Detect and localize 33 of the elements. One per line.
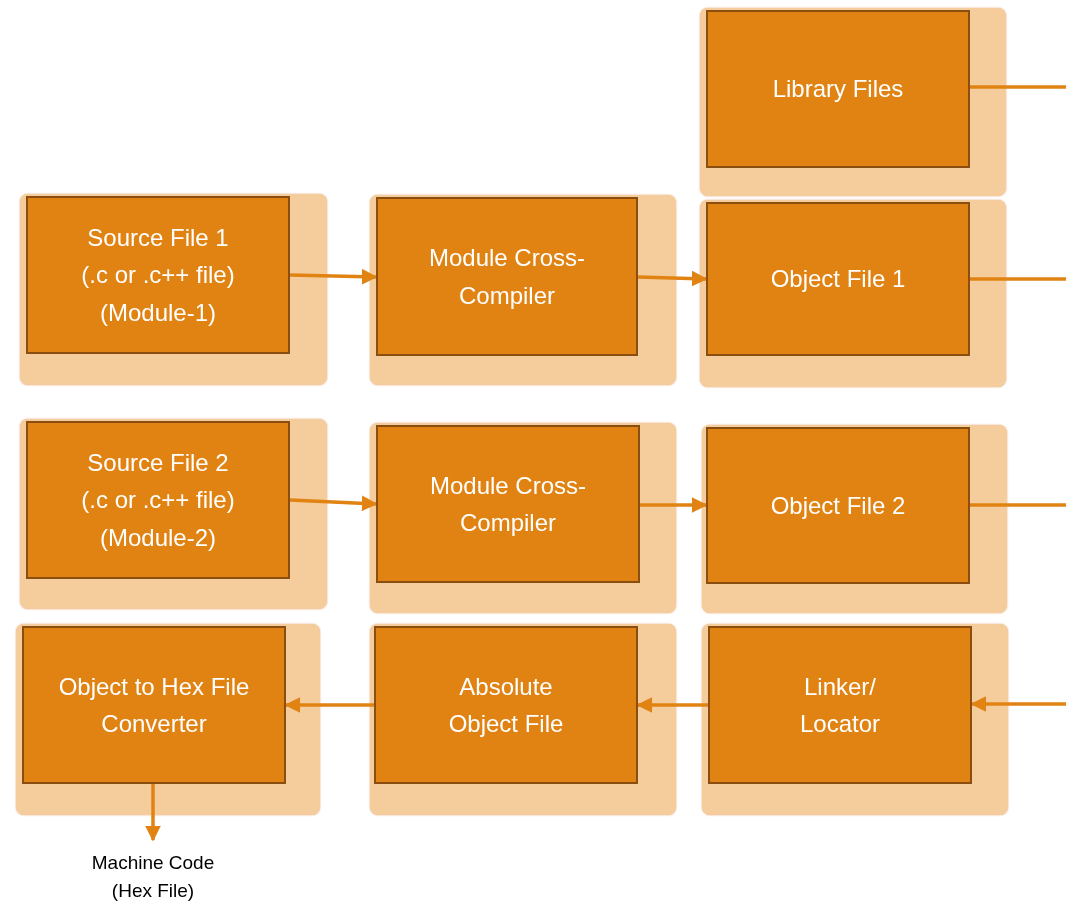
connector-line	[970, 277, 1066, 281]
connector-line	[970, 85, 1066, 89]
box-text: Library Files	[772, 74, 904, 105]
box-text: Module Cross-Compiler	[427, 243, 586, 311]
connector-line	[970, 503, 1066, 507]
arrow	[289, 495, 378, 512]
process-box	[376, 197, 638, 356]
process-box	[26, 196, 290, 354]
box-text: (Module-1)	[99, 297, 216, 328]
box-text: Source File 2	[87, 448, 229, 479]
box-text: (.c or .c++ file)	[81, 260, 235, 291]
process-box	[706, 427, 970, 584]
box-text: Module Cross-Compiler	[428, 470, 587, 538]
process-box	[26, 421, 290, 579]
process-box	[376, 425, 640, 583]
box-text: Object to Hex File Converter	[57, 671, 251, 739]
process-box	[374, 626, 638, 784]
box-text: Absolute Object File	[447, 671, 565, 739]
box-text: (Module-2)	[99, 522, 216, 553]
box-text: Machine Code (Hex File)	[90, 851, 216, 903]
box-text: (.c or .c++ file)	[81, 485, 235, 516]
box-text: Source File 1	[87, 223, 229, 254]
box-text: Object File 2	[770, 490, 906, 521]
arrow	[640, 497, 708, 513]
box-text: Linker/ Locator	[798, 671, 882, 739]
process-box	[22, 626, 286, 784]
arrow	[145, 784, 161, 842]
arrow	[289, 268, 378, 285]
process-box	[708, 626, 972, 784]
process-box	[706, 202, 970, 356]
box-text: Object File 1	[770, 264, 906, 295]
arrow	[637, 270, 708, 287]
process-box	[706, 10, 970, 168]
